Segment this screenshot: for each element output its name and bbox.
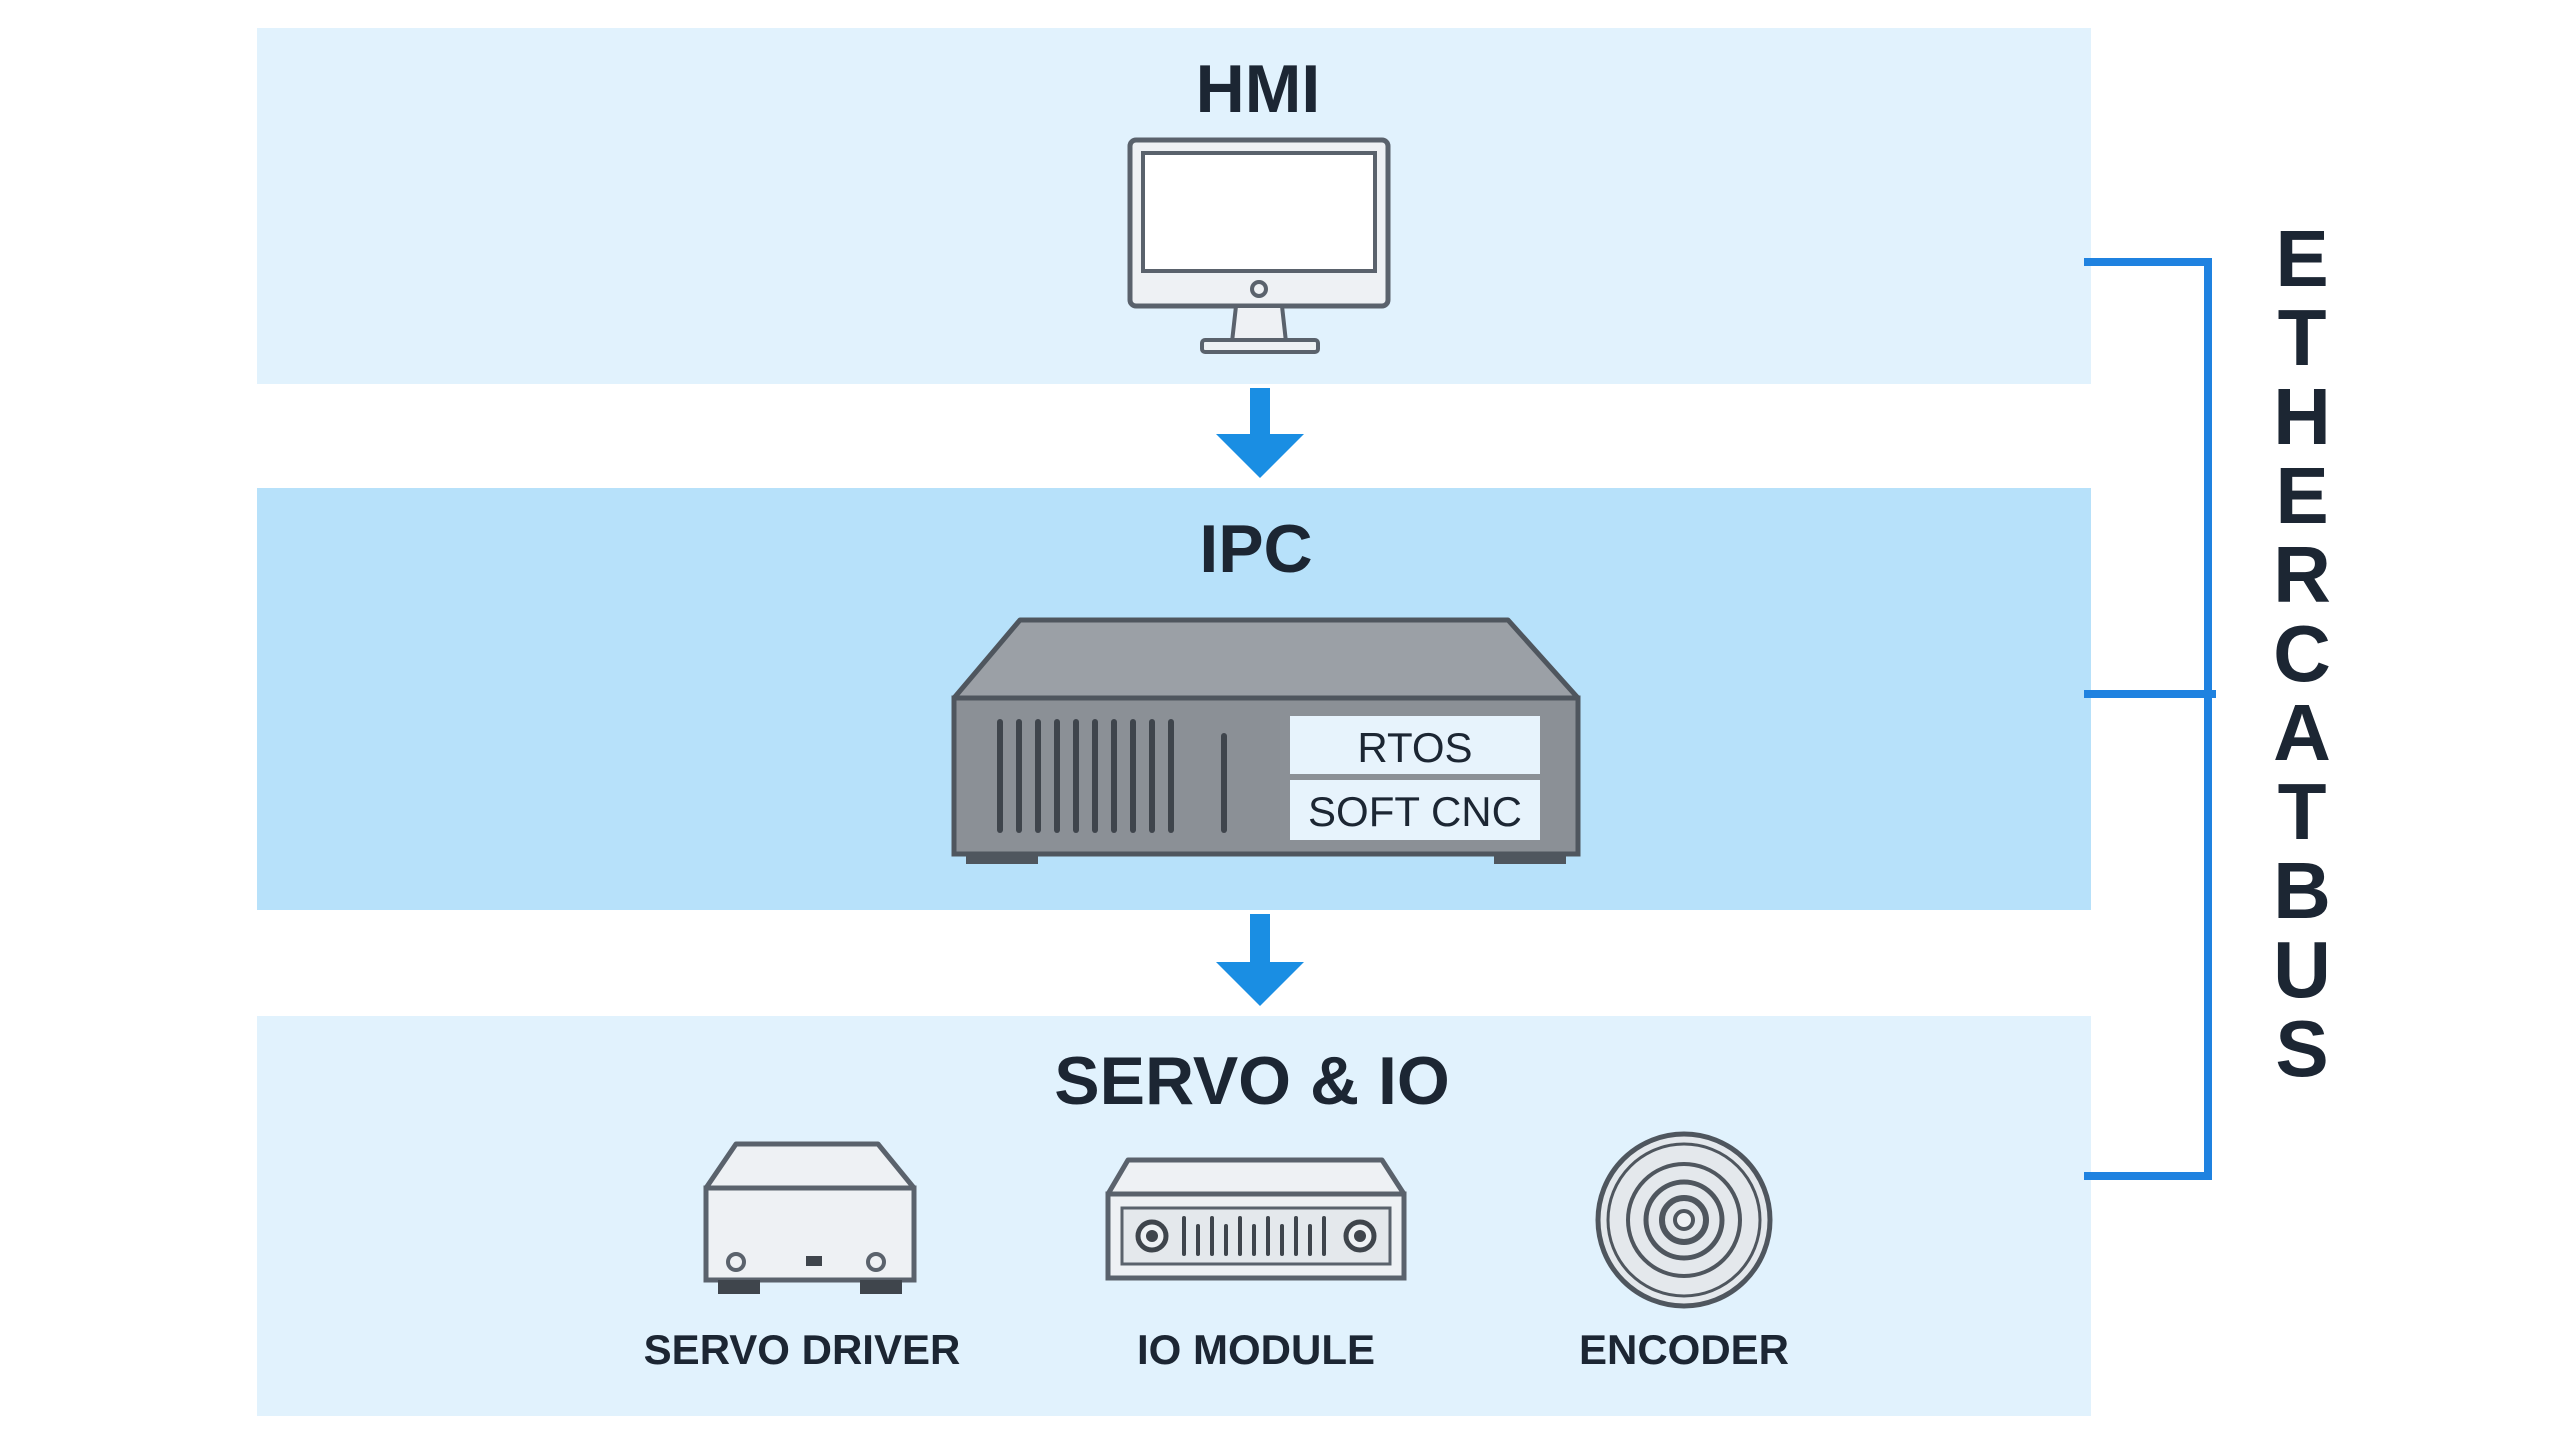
bus-letter: A [2273, 688, 2331, 777]
bus-letter: T [2278, 293, 2327, 382]
servo-driver-label: SERVO DRIVER [644, 1326, 961, 1373]
bus-letter: E [2275, 451, 2328, 540]
bus-letter: S [2275, 1004, 2328, 1093]
hmi-layer-title: HMI [1196, 51, 1321, 127]
industrial-pc-icon [951, 617, 1581, 864]
arrow-hmi-to-ipc [1216, 388, 1304, 478]
ipc-label-softcnc-box [1290, 780, 1540, 840]
bus-letter: H [2273, 372, 2331, 461]
bus-letter: R [2273, 530, 2331, 619]
ethercat-bus-bracket [2084, 258, 2216, 1180]
ipc-label-rtos: RTOS [1357, 724, 1472, 771]
ipc-vent-grille [997, 719, 1227, 833]
io-module-label: IO MODULE [1137, 1326, 1375, 1373]
ipc-label-rtos-box [1290, 716, 1540, 774]
io-module-icon [1105, 1157, 1407, 1281]
bus-letter: C [2273, 609, 2331, 698]
encoder-label: ENCODER [1579, 1326, 1789, 1373]
servo-driver-icon [703, 1141, 917, 1294]
bus-letter: B [2273, 846, 2331, 935]
bus-letter: E [2275, 214, 2328, 303]
bus-letter: T [2278, 767, 2327, 856]
arrow-ipc-to-servo-io [1216, 914, 1304, 1006]
bus-letter: U [2273, 925, 2331, 1014]
ipc-label-soft-cnc: SOFT CNC [1308, 788, 1522, 835]
encoder-icon [1595, 1131, 1773, 1309]
monitor-icon [1127, 137, 1391, 354]
servo-io-layer-title: SERVO & IO [1054, 1043, 1450, 1119]
ipc-layer-title: IPC [1199, 511, 1312, 587]
